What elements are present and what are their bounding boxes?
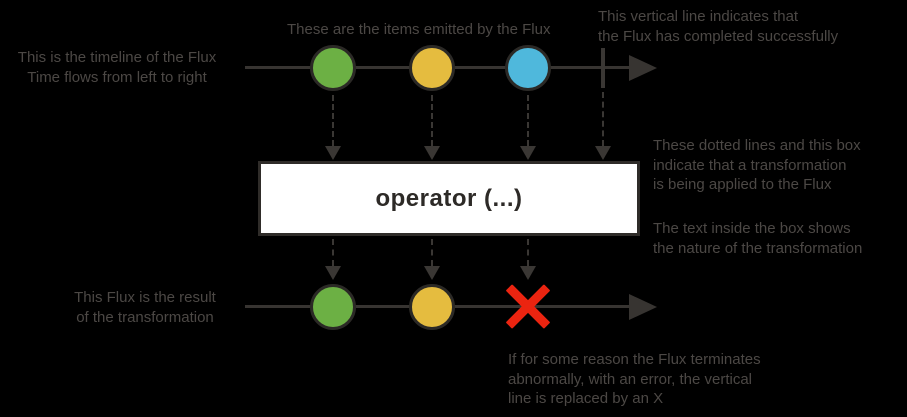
dotted-arrow-icon [325,266,341,280]
dotted-arrow-icon [325,146,341,160]
source-item-yellow [409,45,455,91]
dotted-arrow-icon [520,146,536,160]
dotted-arrow-icon [424,266,440,280]
result-timeline-arrow-icon [629,294,657,320]
dotted-line [332,239,334,266]
source-timeline-arrow-icon [629,55,657,81]
transform-annotation: These dotted lines and this box indicate… [653,137,861,193]
items-annotation: These are the items emitted by the Flux [287,21,551,38]
complete-annotation: This vertical line indicates that the Fl… [598,8,839,45]
operator-label: operator (...) [375,184,523,212]
result-item-yellow [409,284,455,330]
box-text-annotation: The text inside the box shows the nature… [653,220,863,257]
result-annotation: This Flux is the result of the transform… [74,289,216,326]
dotted-arrow-icon [595,146,611,160]
error-annotation: If for some reason the Flux terminates a… [508,351,761,407]
dotted-line [527,95,529,146]
error-x-icon [505,284,551,329]
complete-marker [601,48,605,88]
dotted-arrow-icon [520,266,536,280]
dotted-line [431,239,433,266]
source-item-blue [505,45,551,91]
dotted-line [431,95,433,146]
dotted-line [332,95,334,146]
dotted-arrow-icon [424,146,440,160]
timeline-annotation: This is the timeline of the Flux Time fl… [17,49,217,86]
operator-box: operator (...) [258,161,640,236]
dotted-line [602,92,604,146]
dotted-line [527,239,529,266]
source-item-green [310,45,356,91]
result-item-green [310,284,356,330]
